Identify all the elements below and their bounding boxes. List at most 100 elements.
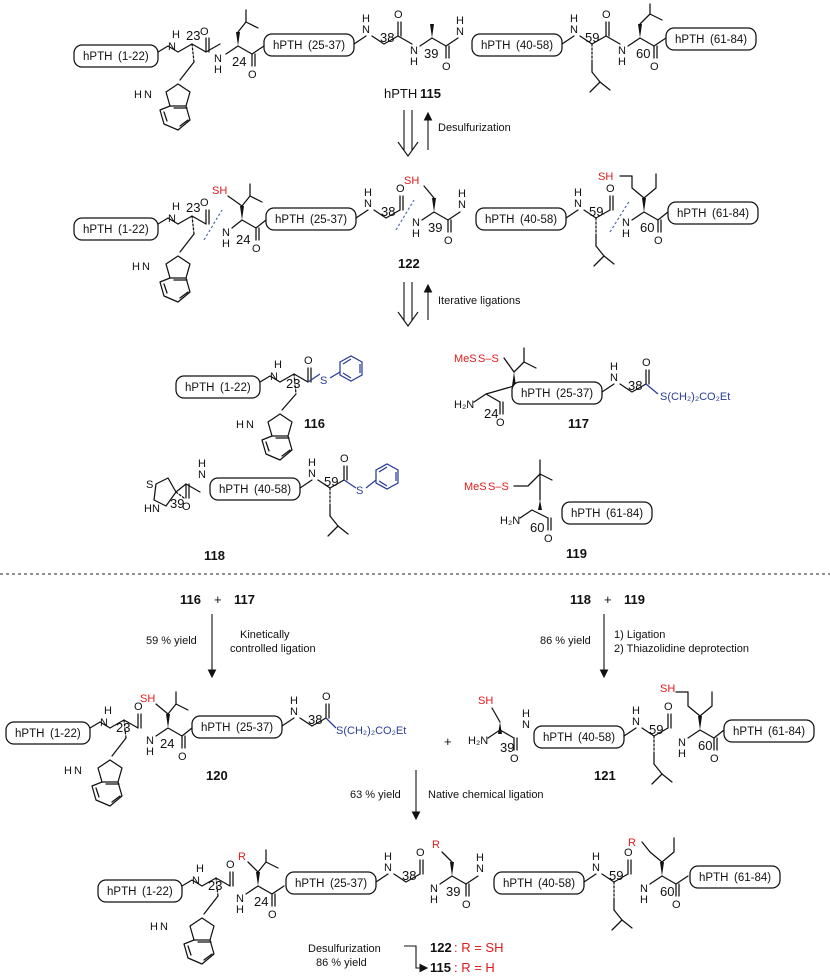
residue-60: 60 (640, 220, 654, 235)
residue-60: 60 (698, 738, 712, 753)
atom-n: N (410, 45, 418, 57)
reactants-right: 118 + 119 (570, 592, 645, 607)
thioester-ethyl: S(CH₂)₂CO₂Et (336, 725, 406, 737)
segment-label-40-58: hPTH (219, 484, 248, 496)
atom-o: O (178, 751, 187, 763)
fragment-119: MeS S–S H₂N 60 O hPTH (61-84) 119 (464, 459, 653, 561)
final-desulf-label: Desulfurization (308, 943, 381, 955)
r-group: R (432, 839, 440, 851)
residue-23: 23 (208, 878, 222, 893)
segment-box-1-22 (97, 879, 183, 903)
atom-n: N (574, 198, 582, 210)
segment-label-40-58: hPTH (543, 732, 572, 744)
segment-box-25-37 (285, 871, 377, 895)
atom-o: O (664, 701, 673, 713)
plus-sign: + (214, 592, 222, 607)
residue-59: 59 (609, 868, 623, 883)
yield-63-label: 63 % yield (350, 789, 401, 801)
atom-h: H (236, 419, 244, 431)
arrow-native-ligation: 63 % yield Native chemical ligation (350, 770, 544, 821)
residue-59: 59 (649, 722, 663, 737)
segment-box-40-58 (475, 207, 567, 231)
compound-116-label: 116 (180, 592, 201, 607)
product-115-id: 115 (430, 960, 451, 975)
segment-label-25-37: hPTH (275, 214, 304, 226)
atom-n: N (458, 199, 466, 211)
atom-h: H (456, 15, 464, 27)
structure-122: hPTH (1-22) N H 23 O H N N H 24 SH O hPT… (73, 171, 759, 303)
desulfurization-label: Desulfurization (438, 122, 511, 134)
segment-label-1-22: hPTH (83, 224, 112, 236)
atom-h: H (610, 361, 618, 373)
residue-23: 23 (116, 720, 130, 735)
atom-n: N (476, 863, 484, 875)
atom-o: O (442, 61, 451, 73)
segment-label-61-84: hPTH (733, 726, 762, 738)
residue-60: 60 (660, 884, 674, 899)
atom-o: O (252, 243, 261, 255)
thiazolidine-s: S (146, 479, 153, 491)
atom-o: O (304, 355, 313, 367)
atom-n: N (632, 716, 640, 728)
atom-h: H (64, 765, 72, 777)
segment-range-1-22: (1-22) (118, 224, 149, 236)
atom-h: H (362, 13, 370, 25)
segment-range-25-37: (25-37) (556, 388, 593, 400)
segment-range-40-58: (40-58) (516, 40, 553, 52)
arrow-kinetic-ligation: 59 % yield Kinetically controlled ligati… (146, 614, 316, 679)
atom-h: H (290, 695, 298, 707)
atom-o: O (672, 899, 681, 911)
compound-119-label: 119 (624, 592, 645, 607)
atom-o: O (396, 183, 405, 195)
residue-59: 59 (585, 30, 599, 45)
segment-box-1-22 (175, 375, 261, 399)
residue-59: 59 (589, 204, 603, 219)
plus-sign: + (444, 734, 452, 749)
compound-116-label: 116 (304, 416, 325, 431)
segment-box-1-22 (5, 721, 91, 745)
retro-arrow-iterative: Iterative ligations (397, 282, 521, 327)
methyl-disulfide: MeS (464, 481, 487, 493)
atom-o: O (444, 235, 453, 247)
atom-h: H (574, 187, 582, 199)
compound-119-label: 119 (566, 546, 587, 561)
atom-n: N (618, 45, 626, 57)
final-desulfurization: Desulfurization 86 % yield 122 : R = SH … (308, 940, 504, 975)
thiol-sh: SH (140, 693, 155, 705)
segment-box-40-58 (209, 477, 301, 501)
disulfide-bond: S–S (478, 353, 499, 365)
atom-n: N (308, 468, 316, 480)
amine-h2n: H₂N (454, 399, 474, 411)
atom-n: N (678, 737, 686, 749)
residue-38: 38 (308, 712, 322, 727)
segment-box-61-84 (667, 201, 759, 225)
atom-n: N (270, 371, 278, 383)
compound-118-label: 118 (204, 548, 225, 563)
atom-n: N (168, 213, 176, 225)
segment-range-25-37: (25-37) (310, 214, 347, 226)
atom-h: H (104, 705, 112, 717)
atom-h: H (308, 457, 316, 469)
atom-h: H (522, 708, 530, 720)
kinetic-label-1: Kinetically (240, 629, 290, 641)
atom-h: H (640, 894, 648, 906)
product-115-def: : R = H (454, 960, 495, 975)
residue-24: 24 (160, 736, 174, 751)
step-2-label: 2) Thiazolidine deprotection (614, 643, 749, 655)
segment-range-1-22: (1-22) (118, 51, 149, 63)
segment-range-1-22: (1-22) (50, 728, 81, 740)
atom-o: O (606, 183, 615, 195)
atom-h: H (214, 64, 222, 76)
segment-label-1-22: hPTH (15, 728, 44, 740)
atom-n: N (430, 883, 438, 895)
compound-121-label: 121 (594, 768, 616, 783)
segment-box-61-84 (723, 719, 815, 743)
segment-label-1-22: hPTH (185, 382, 214, 394)
atom-n: N (168, 41, 176, 53)
residue-59: 59 (324, 474, 338, 489)
atom-n: N (622, 217, 630, 229)
atom-h: H (198, 458, 206, 470)
atom-n: N (222, 227, 230, 239)
atom-o: O (462, 899, 471, 911)
segment-box-25-37 (263, 33, 355, 57)
